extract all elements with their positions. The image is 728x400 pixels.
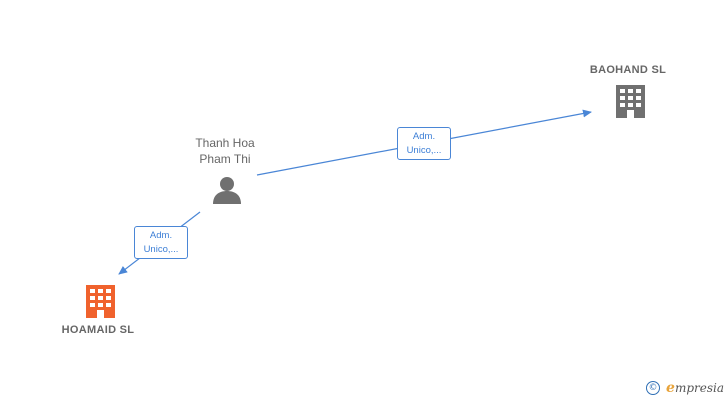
brand-footer: © e mpresia — [646, 380, 724, 396]
person-name[interactable]: Thanh Hoa Pham Thi — [180, 135, 270, 167]
relation-role-detail: Unico,... — [406, 145, 442, 156]
relation-label-hoamaid[interactable]: Adm. Unico,... — [134, 226, 188, 259]
relation-label-baohand[interactable]: Adm. Unico,... — [397, 127, 451, 160]
person-icon[interactable] — [213, 177, 241, 204]
building-icon[interactable] — [616, 85, 645, 118]
copyright-icon: © — [646, 381, 661, 395]
brand-logo-initial: e — [666, 380, 675, 396]
building-icon[interactable] — [86, 285, 115, 318]
person-name-line1: Thanh Hoa — [195, 136, 255, 150]
company-label-baohand[interactable]: BAOHAND SL — [589, 64, 667, 76]
relation-role: Adm. — [149, 230, 173, 241]
brand-logo-text: mpresia — [674, 381, 724, 395]
relation-role-detail: Unico,... — [143, 244, 179, 255]
person-name-line2: Pham Thi — [199, 152, 251, 166]
company-label-hoamaid[interactable]: HOAMAID SL — [61, 324, 135, 336]
relation-role: Adm. — [412, 131, 436, 142]
